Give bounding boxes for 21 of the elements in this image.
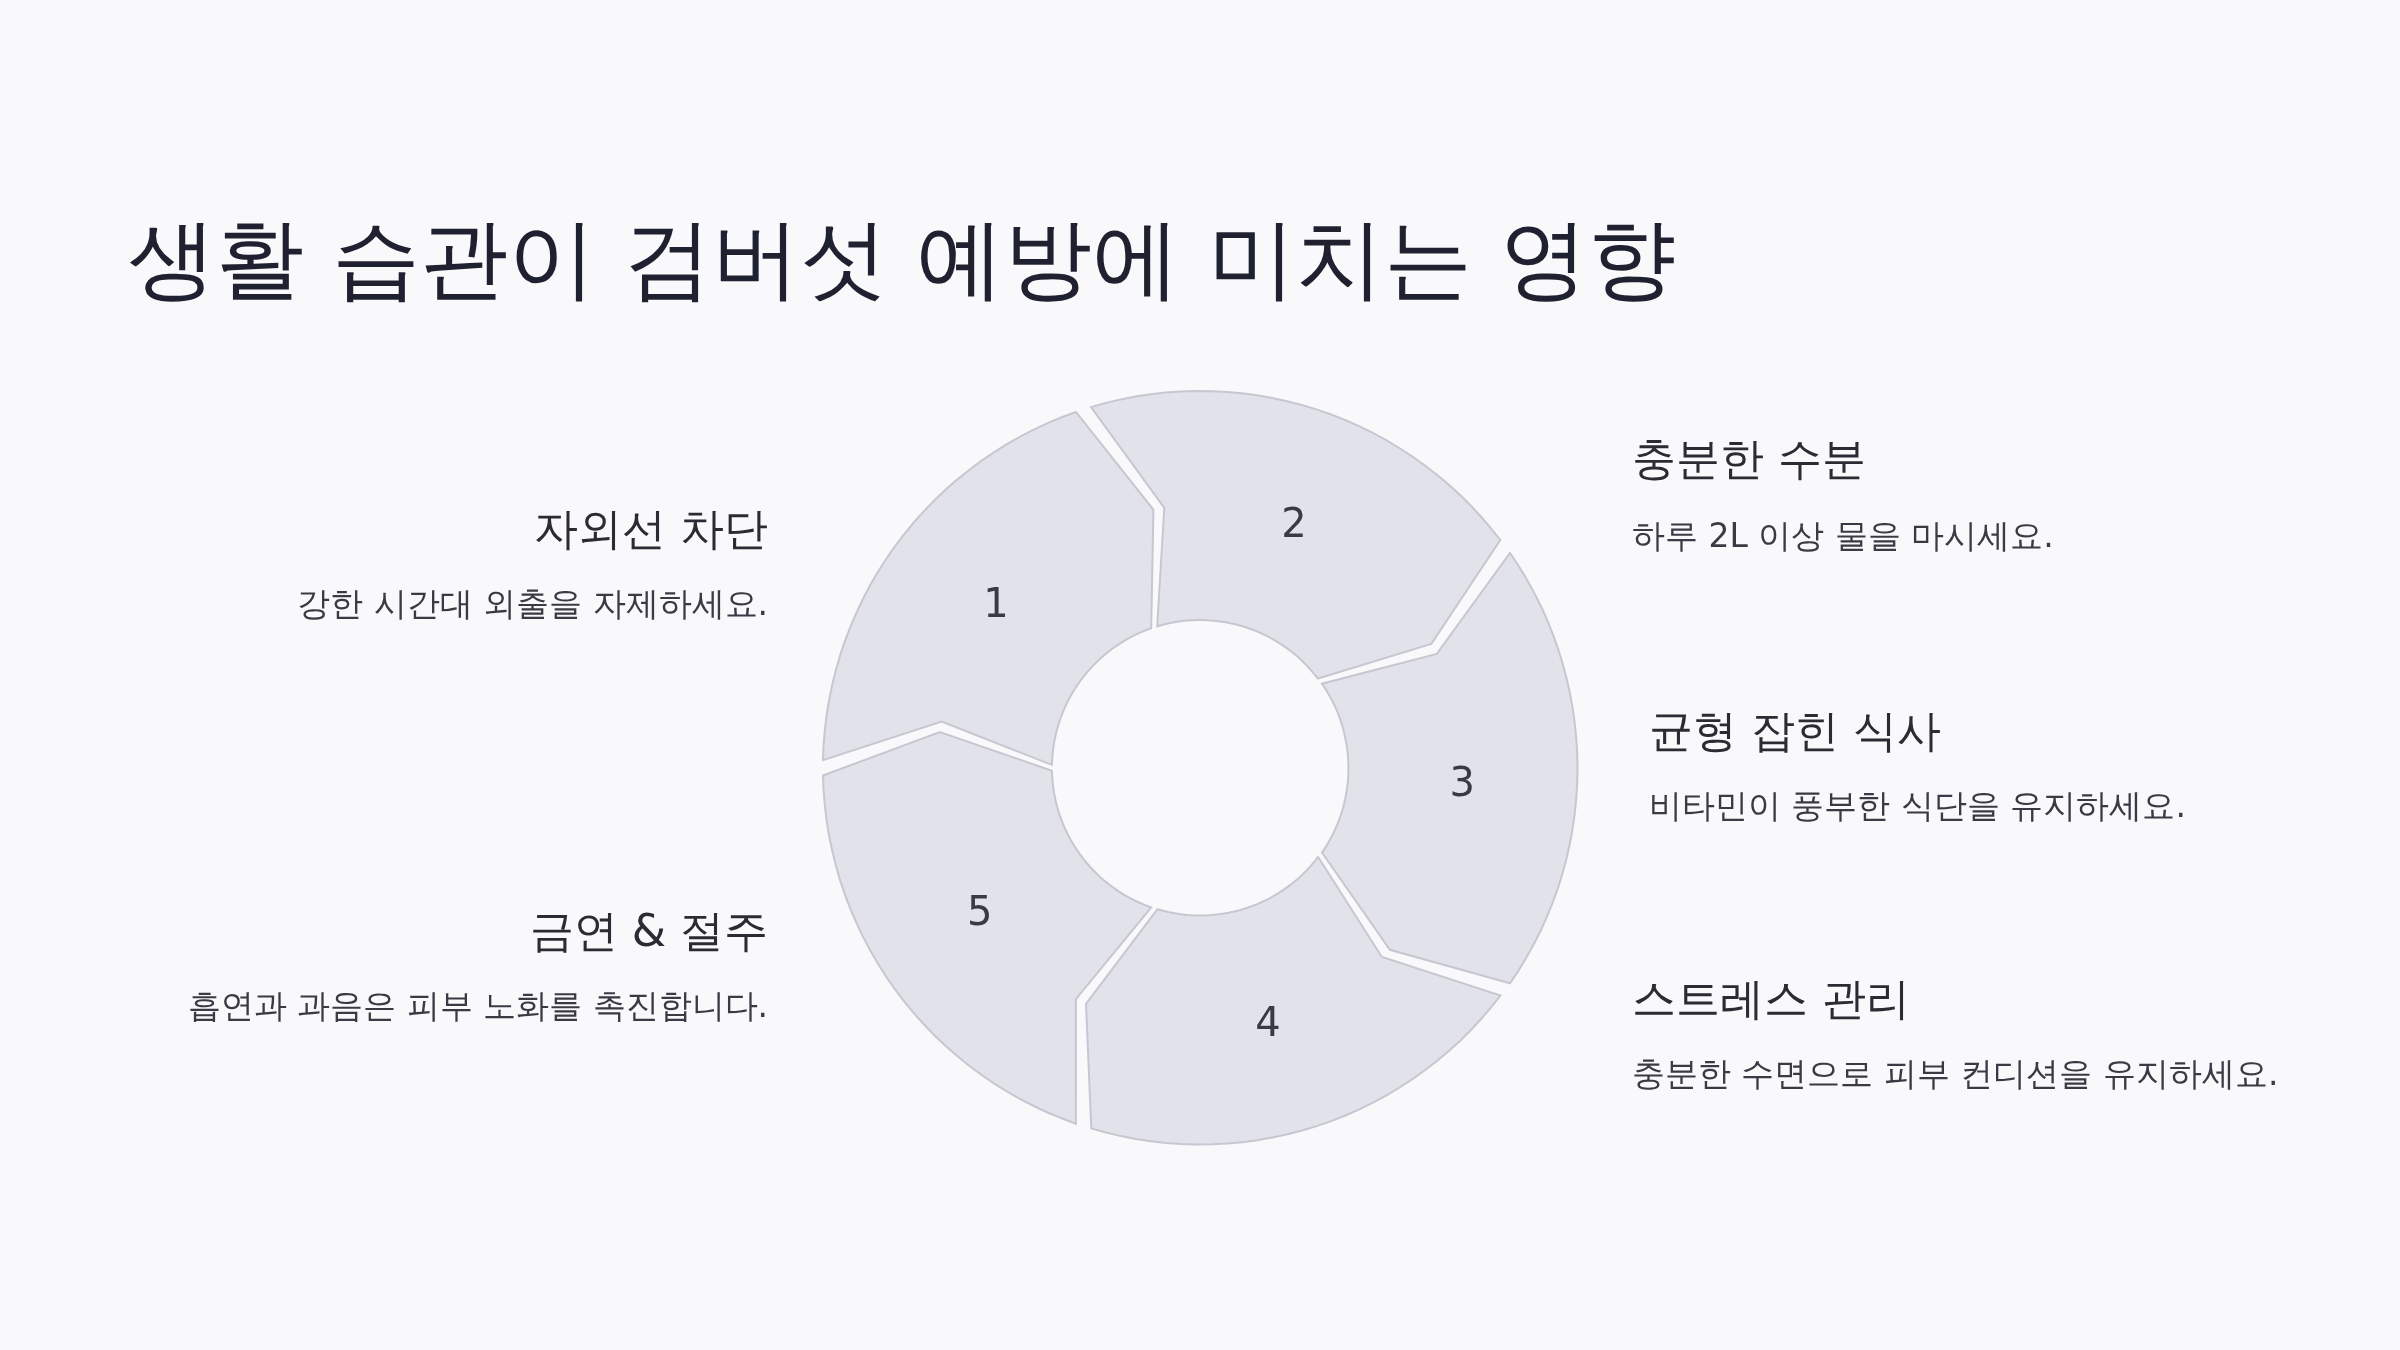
arrow-segment (1091, 391, 1501, 679)
step-number: 1 (983, 579, 1009, 626)
step-number: 5 (967, 887, 993, 934)
step-description: 비타민이 풍부한 식단을 유지하세요. (1649, 785, 2186, 827)
step-description: 강한 시간대 외출을 자제하세요. (297, 583, 768, 625)
step-number: 3 (1449, 758, 1475, 805)
step-heading: 금연 & 절주 (529, 904, 768, 958)
step-description: 하루 2L 이상 물을 마시세요. (1632, 515, 2054, 557)
arrow-segment (1321, 552, 1577, 984)
step-heading: 스트레스 관리 (1632, 972, 1910, 1026)
step-number: 4 (1255, 998, 1281, 1045)
step-heading: 균형 잡힌 식사 (1649, 704, 1941, 758)
arrow-segment (823, 411, 1154, 765)
title: 생활 습관이 검버섯 예방에 미치는 영향 (128, 206, 1676, 312)
step-heading: 자외선 차단 (534, 502, 768, 556)
step-description: 충분한 수면으로 피부 컨디션을 유지하세요. (1632, 1053, 2279, 1095)
step-description: 흡연과 과음은 피부 노화를 촉진합니다. (187, 985, 768, 1027)
arrow-segment (1085, 857, 1501, 1145)
arrow-segment (823, 732, 1152, 1124)
step-heading: 충분한 수분 (1632, 432, 1866, 486)
step-number: 2 (1281, 499, 1307, 546)
